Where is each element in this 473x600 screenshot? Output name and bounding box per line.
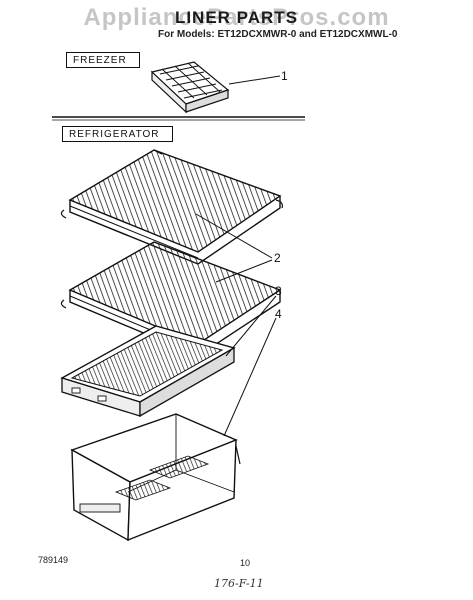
doc-number: 789149 [38, 555, 69, 565]
section-label-refrigerator: REFRIGERATOR [62, 126, 173, 142]
crisper-drawer-part [70, 413, 241, 542]
callout-line-2a [195, 213, 273, 259]
model-numbers: For Models: ET12DCXMWR-0 and ET12DCXMWL-… [158, 29, 398, 40]
callout-1: 1 [281, 69, 288, 83]
watermark: AppliancePartsPros.com [83, 4, 390, 31]
callout-3: 3 [275, 284, 282, 298]
wire-shelf-upper [60, 149, 283, 265]
callout-line-1 [228, 75, 281, 85]
section-label-freezer: FREEZER [66, 52, 140, 68]
page-title: LINER PARTS [174, 8, 299, 27]
handwritten-note: 176-F-11 [214, 577, 264, 590]
ice-tray-part [150, 61, 230, 114]
callout-2: 2 [274, 251, 281, 265]
callout-4: 4 [275, 307, 282, 321]
callout-line-4 [223, 317, 277, 437]
callout-line-2b [215, 259, 273, 283]
callout-line-3 [225, 295, 277, 357]
page-number: 10 [240, 558, 251, 568]
crisper-cover-part [60, 325, 236, 418]
